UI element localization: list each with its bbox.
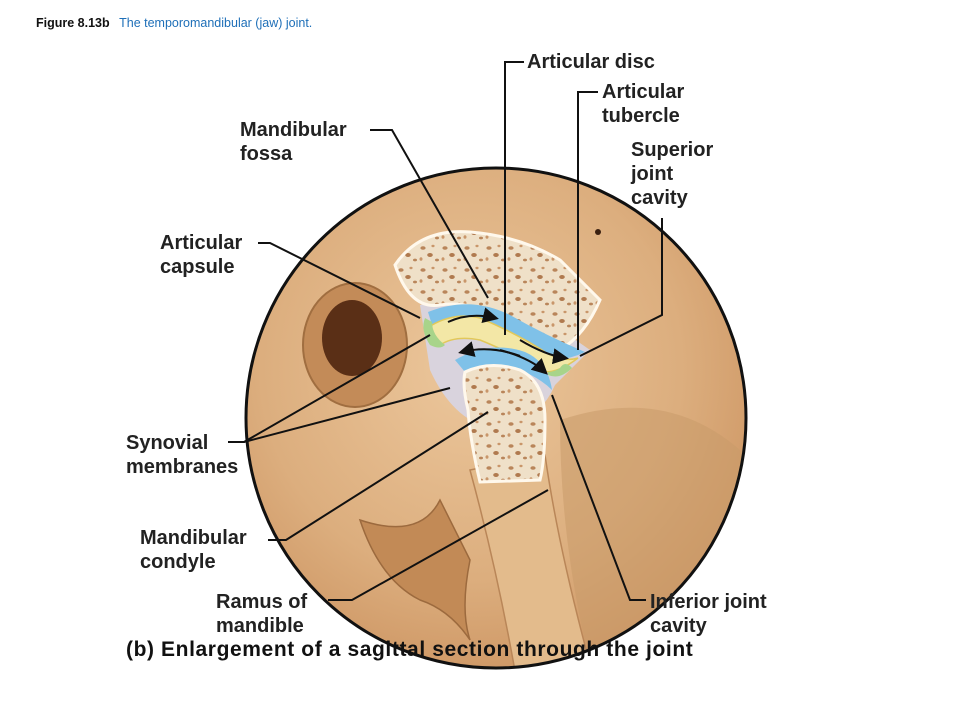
label-ramus-of-mandible: Ramus of mandible (216, 591, 308, 637)
temporal-bone-section (393, 230, 602, 352)
superior-arrow-2 (519, 339, 569, 365)
label-inferior-joint-cavity: Inferior joint cavity (650, 591, 767, 637)
leader-articular-disc (504, 61, 524, 335)
label-mandibular-condyle: Mandibular condyle (140, 527, 247, 573)
leader-mandibular-condyle (268, 411, 489, 541)
leader-mandibular-fossa (370, 129, 489, 299)
label-mandibular-fossa: Mandibular fossa (240, 119, 347, 165)
condyle-cartilage (455, 347, 552, 390)
panel-subtitle: (b) Enlargement of a sagittal section th… (126, 638, 694, 661)
label-synovial-membranes: Synovial membranes (126, 432, 239, 478)
figure-number: Figure 8.13b (36, 16, 110, 30)
synovial-shape (423, 318, 445, 348)
leader-superior-cavity (579, 218, 663, 357)
leader-articular-tubercle (577, 91, 598, 350)
label-articular-disc: Articular disc (527, 51, 655, 73)
figure-caption: The temporomandibular (jaw) joint. (119, 16, 313, 30)
superior-arrow-1 (447, 307, 499, 323)
inferior-arrow-2 (499, 349, 548, 375)
label-articular-tubercle: Articular tubercle (602, 81, 685, 127)
leader-inferior-cavity (551, 394, 646, 601)
foramen-dot-2 (277, 269, 283, 275)
condyle-section (462, 364, 547, 484)
synovial-shape-2 (548, 364, 572, 377)
view-border (244, 166, 748, 670)
leader-ramus (328, 489, 549, 601)
figure-header: Figure 8.13b The temporomandibular (jaw)… (36, 16, 312, 30)
leader-synovial-2 (243, 387, 451, 443)
label-articular-capsule: Articular capsule (160, 232, 243, 278)
leader-articular-capsule (258, 242, 421, 319)
ear-canal (322, 300, 382, 376)
foramen-dot (595, 229, 601, 235)
label-superior-joint-cavity: Superior joint cavity (631, 139, 714, 209)
leader-lines (228, 61, 663, 601)
styloid-process (358, 498, 471, 641)
